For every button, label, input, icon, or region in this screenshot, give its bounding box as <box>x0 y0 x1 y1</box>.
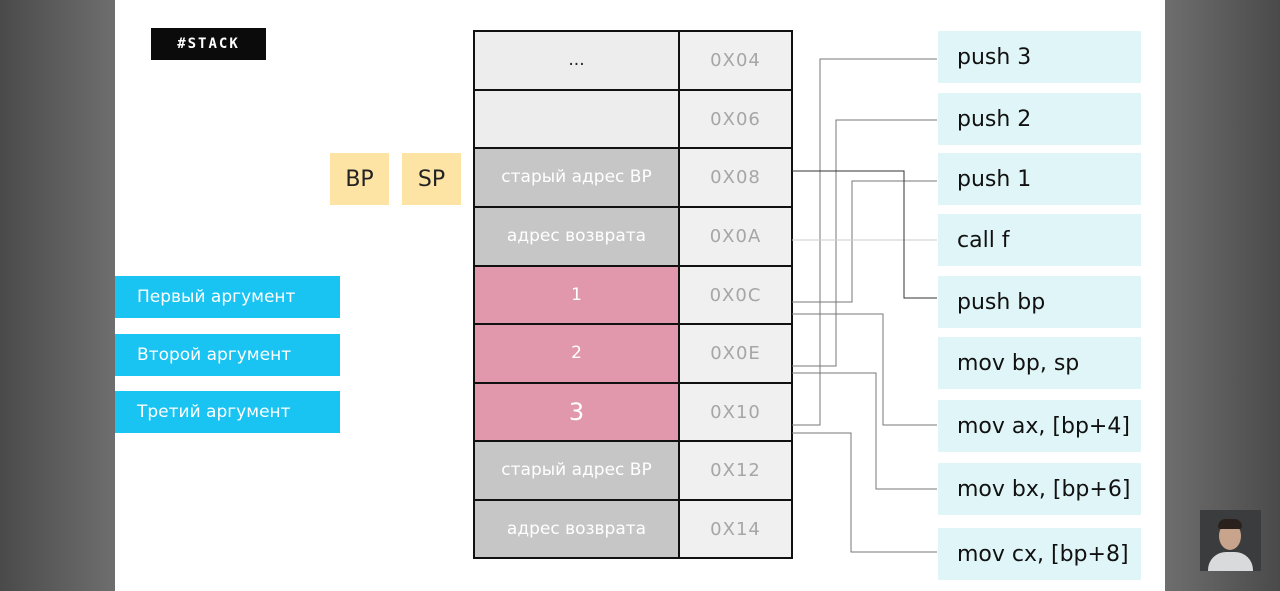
connector-line <box>792 313 937 426</box>
stack-cell-value: адрес возврата <box>474 207 679 265</box>
register-sp: SP <box>402 153 461 205</box>
stack-cell-address: 0X04 <box>679 31 792 89</box>
stack-gridline <box>473 265 793 267</box>
stack-gridline <box>473 323 793 325</box>
connector-line <box>792 170 937 299</box>
instruction-push-2: push 2 <box>938 93 1141 145</box>
presenter-head <box>1219 522 1241 550</box>
presenter-hair <box>1218 519 1242 529</box>
webcam-presenter-icon <box>1200 510 1261 571</box>
presenter-body <box>1208 552 1253 571</box>
instruction-mov-cx: mov cx, [bp+8] <box>938 528 1141 580</box>
stack-gridline <box>473 499 793 501</box>
register-bp: BP <box>330 153 389 205</box>
stack-cell-address: 0X06 <box>679 90 792 148</box>
stack-tag: #STACK <box>151 28 266 60</box>
stack-cell-value <box>474 90 679 148</box>
connector-line <box>792 180 937 303</box>
left-letterbox <box>0 0 115 591</box>
stack-cell-value: ... <box>474 31 679 89</box>
instruction-push-1: push 1 <box>938 153 1141 205</box>
stack-cell-value: адрес возврата <box>474 500 679 558</box>
connector-line <box>792 119 937 367</box>
argument-third: Третий аргумент <box>115 391 340 433</box>
stack-cell-address: 0X0A <box>679 207 792 265</box>
stack-cell-value: старый адрес BP <box>474 148 679 206</box>
instruction-mov-bx: mov bx, [bp+6] <box>938 463 1141 515</box>
connector-line <box>792 58 937 426</box>
instruction-call-f: call f <box>938 214 1141 266</box>
stack-gridline <box>473 440 793 442</box>
argument-first: Первый аргумент <box>115 276 340 318</box>
connector-line <box>792 372 937 490</box>
stack-gridline <box>678 30 680 559</box>
instruction-push-bp: push bp <box>938 276 1141 328</box>
stack-cell-address: 0X0E <box>679 324 792 382</box>
stack-gridline <box>473 30 475 559</box>
stack-cell-value: 2 <box>474 324 679 382</box>
stack-gridline <box>791 30 793 559</box>
stack-cell-address: 0X12 <box>679 441 792 499</box>
stack-gridline <box>473 147 793 149</box>
stack-cell-address: 0X14 <box>679 500 792 558</box>
stack-gridline <box>473 206 793 208</box>
instruction-mov-ax: mov ax, [bp+4] <box>938 400 1141 452</box>
argument-second: Второй аргумент <box>115 334 340 376</box>
connector-line <box>792 432 937 553</box>
stack-gridline <box>473 30 793 32</box>
stack-cell-address: 0X0C <box>679 266 792 324</box>
stack-gridline <box>473 382 793 384</box>
stack-cell-value: 1 <box>474 266 679 324</box>
stack-cell-address: 0X08 <box>679 148 792 206</box>
stack-gridline <box>473 557 793 559</box>
instruction-push-3: push 3 <box>938 31 1141 83</box>
instruction-mov-bp-sp: mov bp, sp <box>938 337 1141 389</box>
stack-cell-value: 3 <box>474 383 679 441</box>
stack-gridline <box>473 89 793 91</box>
right-letterbox <box>1165 0 1280 591</box>
stack-cell-value: старый адрес BP <box>474 441 679 499</box>
stack-cell-address: 0X10 <box>679 383 792 441</box>
